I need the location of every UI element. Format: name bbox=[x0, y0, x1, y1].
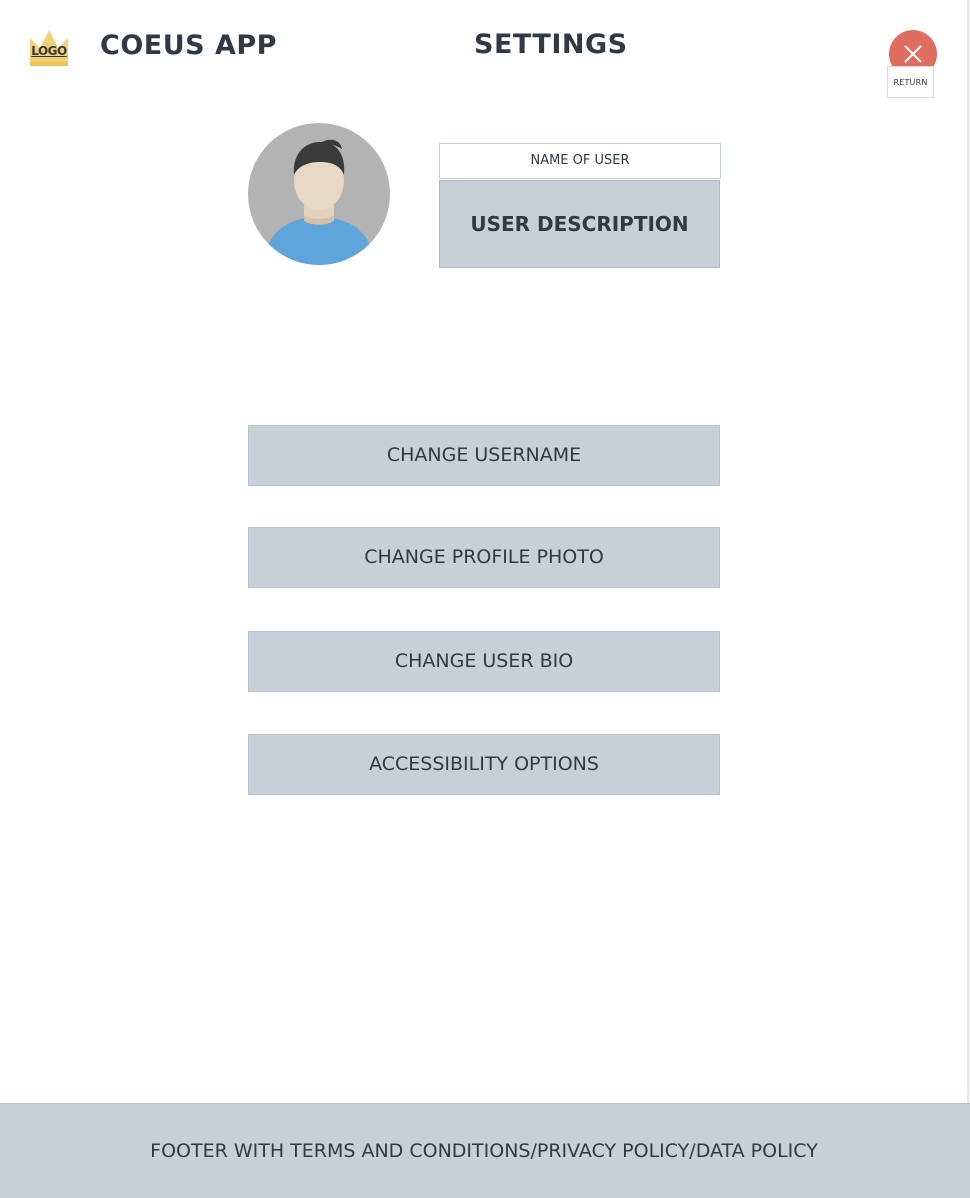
accessibility-options-button[interactable]: ACCESSIBILITY OPTIONS bbox=[248, 734, 720, 795]
change-user-bio-button[interactable]: CHANGE USER BIO bbox=[248, 631, 720, 692]
app-title: COEUS APP bbox=[100, 30, 277, 61]
logo[interactable]: LOGO bbox=[28, 28, 70, 68]
user-description: USER DESCRIPTION bbox=[439, 180, 720, 268]
footer: FOOTER WITH TERMS AND CONDITIONS/PRIVACY… bbox=[0, 1103, 970, 1198]
close-icon bbox=[904, 45, 922, 63]
user-avatar-icon bbox=[248, 123, 390, 265]
user-name-field: NAME OF USER bbox=[439, 143, 721, 179]
change-username-button[interactable]: CHANGE USERNAME bbox=[248, 425, 720, 486]
right-edge-divider bbox=[967, 0, 969, 1104]
footer-text[interactable]: FOOTER WITH TERMS AND CONDITIONS/PRIVACY… bbox=[150, 1140, 818, 1162]
page-title: SETTINGS bbox=[474, 29, 628, 60]
logo-text: LOGO bbox=[31, 44, 67, 58]
return-label[interactable]: RETURN bbox=[887, 66, 934, 98]
return-button[interactable]: RETURN bbox=[886, 30, 938, 102]
crown-icon bbox=[30, 30, 68, 66]
avatar[interactable] bbox=[248, 123, 390, 265]
change-profile-photo-button[interactable]: CHANGE PROFILE PHOTO bbox=[248, 527, 720, 588]
